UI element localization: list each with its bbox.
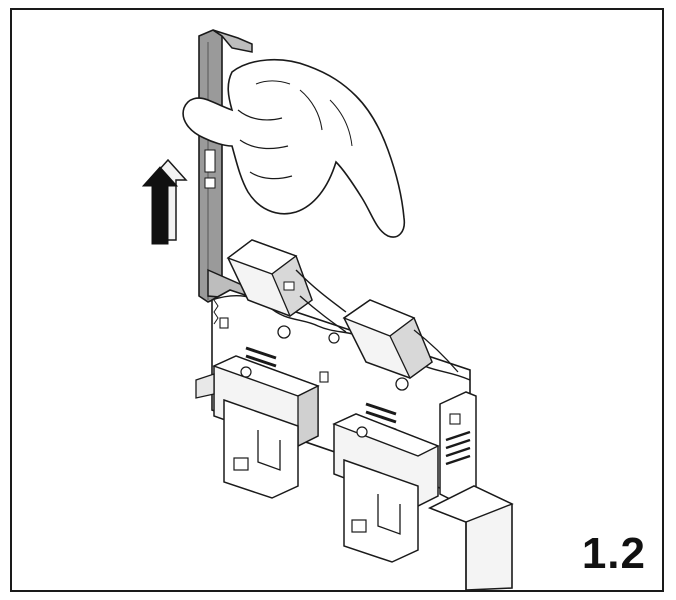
arrow-up-icon — [141, 158, 188, 245]
extraction-handle-icon — [198, 29, 257, 303]
fuse-holder-icon — [195, 239, 514, 591]
hand-icon — [182, 58, 406, 238]
step-number-label: 1.2 — [581, 529, 646, 578]
